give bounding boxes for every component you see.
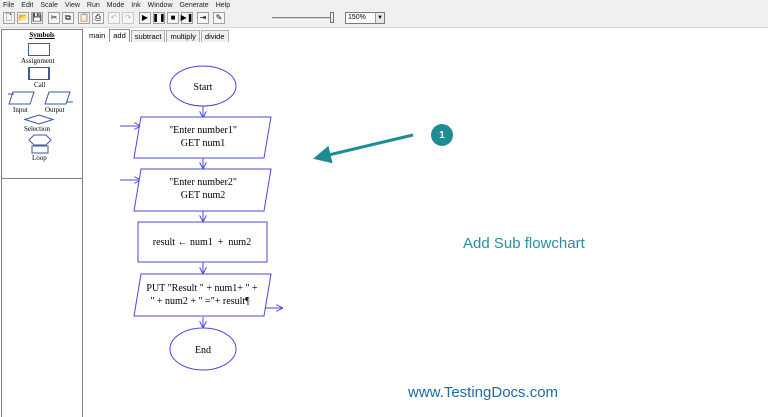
assignment-label: Assignment	[21, 57, 55, 65]
step-into-icon[interactable]: ⇥	[197, 12, 209, 24]
output-text-line2: " + num2 + " ="+ result¶	[150, 296, 250, 307]
assignment-box	[137, 221, 268, 263]
tab-subtract[interactable]: subtract	[130, 30, 166, 42]
variables-panel	[1, 179, 83, 417]
callout-arrow	[313, 133, 414, 164]
output-symbol[interactable]	[44, 90, 74, 106]
menu-window[interactable]: Window	[147, 1, 173, 9]
tab-add[interactable]: add	[109, 29, 130, 42]
zoom-value: 150%	[348, 14, 366, 21]
input1-prompt-text: "Enter number1"	[169, 125, 237, 136]
start-text: Start	[194, 82, 213, 93]
loop-label: Loop	[32, 154, 47, 162]
stop-icon[interactable]: ■	[167, 12, 179, 24]
symbols-title: Symbols	[29, 31, 55, 39]
input2-parallelogram	[133, 168, 272, 212]
input2-prompt-text: "Enter number2"	[169, 177, 237, 188]
symbols-panel: Symbols Assignment Call Input Output Sel…	[1, 29, 83, 179]
end-terminal	[169, 327, 237, 371]
flowchart: Start "Enter number1" GET num1 "Enter nu…	[120, 65, 414, 371]
menu-ink[interactable]: Ink	[131, 1, 141, 9]
tab-divide[interactable]: divide	[200, 30, 229, 42]
new-file-icon[interactable]: 🗋	[3, 12, 15, 24]
pause-icon[interactable]: ❚❚	[152, 12, 166, 24]
output-label: Output	[45, 106, 65, 114]
input-label: Input	[13, 106, 28, 114]
input1-parallelogram	[133, 116, 272, 159]
tab-multiply[interactable]: multiply	[166, 30, 200, 42]
output-parallelogram	[133, 273, 272, 317]
subchart-tabs: main add subtract multiply divide	[86, 29, 230, 42]
step-icon[interactable]: ▶❚	[180, 12, 194, 24]
undo-icon[interactable]: ↶	[108, 12, 120, 24]
menu-help[interactable]: Help	[215, 1, 231, 9]
selection-label: Selection	[24, 125, 51, 133]
selection-symbol[interactable]	[24, 114, 54, 125]
tab-main[interactable]: main	[89, 31, 106, 40]
menu-bar: File Edit Scale View Run Mode Ink Window Generat…	[0, 0, 768, 11]
input-symbol[interactable]	[8, 90, 36, 106]
input2-get-text: GET num2	[181, 190, 226, 201]
call-label: Call	[34, 81, 46, 89]
caption-text: Add Sub flowchart	[463, 235, 585, 252]
call-symbol[interactable]	[28, 67, 50, 80]
cut-icon[interactable]: ✂	[48, 12, 60, 24]
watermark-text: www.TestingDocs.com	[408, 384, 559, 401]
output-text-line1: PUT "Result " + num1+ " +	[146, 283, 258, 294]
open-folder-icon[interactable]: 📂	[17, 12, 29, 24]
paste-icon[interactable]: 📋	[78, 12, 90, 24]
end-text: End	[195, 345, 211, 356]
run-icon[interactable]: ▶	[139, 12, 151, 24]
assignment-symbol[interactable]	[28, 43, 50, 56]
ink-pen-icon[interactable]: ✎	[213, 12, 225, 24]
menu-file[interactable]: File	[3, 1, 15, 9]
zoom-slider-track[interactable]	[272, 17, 334, 20]
redo-icon[interactable]: ↷	[122, 12, 134, 24]
input1-get-text: GET num1	[181, 138, 226, 149]
callout-badge: 1	[431, 124, 453, 146]
menu-view[interactable]: View	[64, 1, 80, 9]
flowchart-canvas[interactable]: Start "Enter number1" GET num1 "Enter nu…	[86, 42, 768, 417]
save-icon[interactable]: 💾	[31, 12, 43, 24]
start-terminal	[169, 65, 237, 107]
chevron-down-icon[interactable]: ▼	[375, 13, 384, 23]
copy-icon[interactable]: ⧉	[62, 12, 74, 24]
zoom-select[interactable]: 150% ▼	[345, 12, 385, 24]
assignment-text: result ← num1 + num2	[153, 237, 251, 248]
menu-generate[interactable]: Generate	[179, 1, 209, 9]
menu-scale[interactable]: Scale	[40, 1, 58, 9]
menu-edit[interactable]: Edit	[21, 1, 34, 9]
print-icon[interactable]: ⎙	[92, 12, 104, 24]
loop-symbol[interactable]	[28, 134, 52, 154]
menu-run[interactable]: Run	[86, 1, 100, 9]
menu-mode[interactable]: Mode	[106, 1, 125, 9]
zoom-slider-thumb[interactable]	[330, 12, 334, 23]
